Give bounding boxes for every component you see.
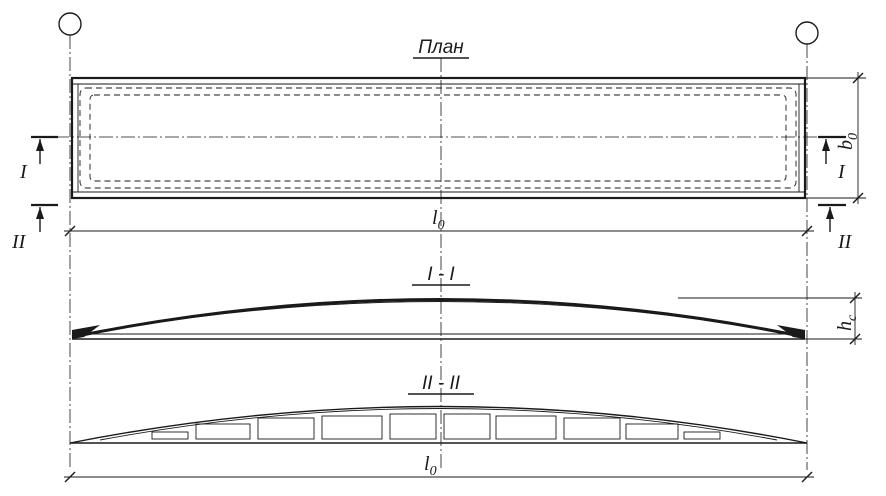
opening-9 (625, 423, 679, 440)
plan-view: План b0 l0 (11, 12, 866, 470)
dimension-b0-label: b0 (835, 133, 861, 150)
opening-7 (495, 415, 557, 440)
section-2-title: II - II (422, 373, 461, 394)
section-2-top-chord-inner (99, 408, 778, 441)
opening-1 (151, 431, 189, 440)
dimension-l0-section: l0 (64, 453, 814, 483)
plan-end-block-right (798, 83, 806, 193)
dimension-l0-plan-label: l0 (432, 207, 445, 233)
section-mark-1-left: I (19, 135, 58, 183)
dimension-b0: b0 (805, 72, 866, 204)
section-2-view: II - II l0 (64, 373, 814, 483)
section-2-top-chord (69, 405, 808, 444)
axis-marker-left (58, 12, 82, 36)
dimension-l0-section-label: l0 (424, 453, 437, 479)
section-2-openings (151, 413, 721, 440)
dimension-hc: hc (678, 292, 862, 345)
axis-marker-right (795, 21, 819, 45)
plan-end-block-left (71, 83, 79, 193)
plan-hidden-rib-outer (79, 87, 797, 189)
opening-5 (389, 413, 437, 440)
section-mark-2-right: II (818, 203, 853, 253)
section-1-shell (71, 298, 806, 339)
section-mark-1-right: I (818, 135, 846, 183)
opening-3 (257, 417, 315, 440)
svg-text:II: II (837, 231, 853, 253)
plan-hidden-rib-inner (89, 94, 787, 182)
svg-text:I: I (837, 161, 846, 183)
section-1-view: I - I hc (71, 264, 862, 345)
opening-4 (321, 415, 383, 440)
opening-2 (195, 423, 251, 440)
svg-text:I: I (19, 161, 28, 183)
opening-10 (683, 431, 721, 440)
svg-text:II: II (11, 231, 27, 253)
section-1-title: I - I (427, 264, 455, 285)
plan-title: План (418, 37, 464, 58)
section-1-end-right (777, 325, 805, 339)
section-1-shell-inner (91, 301, 786, 334)
dimension-hc-label: hc (834, 314, 860, 331)
section-mark-2-left: II (11, 203, 58, 253)
dimension-l0-plan: l0 (64, 207, 814, 237)
plan-slab-outline (70, 76, 807, 200)
opening-6 (443, 413, 491, 440)
section-1-end-left (72, 325, 100, 339)
opening-8 (563, 417, 621, 440)
